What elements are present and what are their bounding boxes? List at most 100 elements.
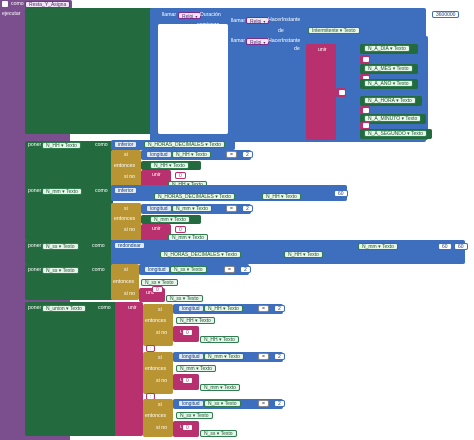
part-1[interactable]: N_A_MES ▾ Texto [360, 64, 418, 74]
union-cmp-0-op[interactable]: = [258, 305, 269, 312]
part-3-var[interactable]: N_A_HORA ▾ Texto [364, 97, 416, 104]
union-else-0-var[interactable]: N_HH ▾ Texto [200, 336, 239, 343]
union-cmp-1-num[interactable]: 2 [274, 353, 285, 360]
timer-var-dropdown[interactable]: Reloj▾ [178, 12, 202, 20]
union-cmp-0-num[interactable]: 2 [274, 305, 285, 312]
union-item-0-var[interactable]: N_HH ▾ Texto [204, 305, 243, 312]
mm-len-var[interactable]: N_mm ▾ Texto [172, 205, 212, 212]
hh-if-block[interactable] [111, 150, 141, 190]
set-ss2-var[interactable]: N_ss ▾ Texto [42, 267, 79, 274]
union-if-2[interactable] [143, 399, 173, 437]
union-then-0-var[interactable]: N_HH ▾ Texto [176, 317, 215, 324]
start-instant-block[interactable] [228, 15, 284, 35]
sep-4-text[interactable] [362, 122, 370, 129]
part-2-var[interactable]: N_A_AÑO ▾ Texto [364, 80, 413, 87]
union-else-1-var[interactable]: N_mm ▾ Texto [200, 384, 240, 391]
hh-zero[interactable]: 0 [175, 172, 186, 179]
hh-func[interactable]: inferior [114, 141, 138, 148]
mm-minus-var[interactable]: N_HH ▾ Texto [262, 193, 301, 200]
sep-3-text[interactable] [362, 107, 370, 114]
set-timer-block[interactable] [25, 8, 153, 134]
part-3[interactable]: N_A_HORA ▾ Texto [360, 96, 422, 106]
mm-func[interactable]: inferior [114, 187, 138, 194]
mm-len[interactable]: longitud [146, 205, 172, 212]
part-5-var[interactable]: N_A_SEGUNDO ▾ Texto [364, 130, 427, 137]
sep-0[interactable] [360, 55, 370, 64]
mm-mult[interactable]: 60 [334, 190, 348, 197]
part-1-var[interactable]: N_A_MES ▾ Texto [364, 65, 413, 72]
set-union-var[interactable]: N_union ▾ Texto [42, 305, 86, 312]
ss2-else-var[interactable]: N_ss ▾ Texto [166, 295, 203, 302]
part-0[interactable]: N_A_DIA ▾ Texto [360, 44, 418, 54]
union-len-2[interactable]: longitud [178, 400, 204, 407]
union-cmp-2-op[interactable]: = [258, 400, 269, 407]
part-4[interactable]: N_A_MINUTO ▾ Texto [360, 114, 426, 124]
mm-else-join[interactable] [141, 224, 171, 242]
union-then-1-var[interactable]: N_mm ▾ Texto [176, 365, 216, 372]
union-item-2-var[interactable]: N_ss ▾ Texto [204, 400, 241, 407]
ss-mult1[interactable]: 60 [438, 243, 452, 250]
part-5[interactable]: N_A_SEGUNDO ▾ Texto [360, 129, 432, 139]
hh-len-var[interactable]: N_HH ▾ Texto [172, 151, 211, 158]
sep-0-text[interactable] [362, 56, 370, 63]
union-join-block[interactable] [115, 302, 143, 436]
union-cmp-1-op[interactable]: = [258, 353, 269, 360]
hh-then-var[interactable]: N_HH ▾ Texto [150, 162, 189, 169]
mm-cmp-num[interactable]: 2 [242, 205, 253, 212]
hh-cmp[interactable]: = [226, 151, 237, 158]
mm-then-var[interactable]: N_mm ▾ Texto [150, 216, 190, 223]
ss-func[interactable]: redondear [114, 242, 145, 249]
union-sep-0[interactable]: : [146, 345, 156, 352]
ss2-len[interactable]: longitud [144, 266, 170, 273]
mm-zero[interactable]: 0 [175, 226, 186, 233]
hh-src-var[interactable]: N_HORAS_DECIMALES ▾ Texto [144, 141, 226, 148]
set-hh-var[interactable]: N_HH ▾ Texto [42, 142, 81, 149]
union-else-1-zero[interactable]: 0 [182, 377, 193, 384]
union-then-2-var[interactable]: N_ss ▾ Texto [176, 412, 213, 419]
hh-cmp-num[interactable]: 2 [242, 151, 253, 158]
union-else-2-zero[interactable]: 0 [182, 424, 193, 431]
ss-src-var[interactable]: N_HORAS_DECIMALES ▾ Texto [160, 251, 242, 258]
ss2-len-var[interactable]: N_ss ▾ Texto [170, 266, 207, 273]
procedure-header[interactable]: como Resta_Y_Asigna [0, 0, 72, 9]
ss2-if-block[interactable] [111, 264, 139, 300]
mm-if-block[interactable] [111, 203, 141, 243]
part-0-var[interactable]: N_A_DIA ▾ Texto [364, 45, 410, 52]
set-ss-var[interactable]: N_ss ▾ Texto [42, 243, 79, 250]
union-cmp-2-num[interactable]: 2 [274, 400, 285, 407]
timer-value[interactable]: 3600000 [432, 11, 460, 18]
union-if-1[interactable] [143, 352, 173, 394]
ss2-zero[interactable]: 0 [152, 286, 163, 293]
ss-minus2-var[interactable]: N_mm ▾ Texto [358, 243, 398, 250]
hh-else-join[interactable] [141, 170, 171, 188]
sep-2-text[interactable] [338, 89, 346, 96]
part-2[interactable]: N_A_AÑO ▾ Texto [360, 79, 418, 89]
ss2-cmp-num[interactable]: 2 [240, 266, 251, 273]
part-4-var[interactable]: N_A_MINUTO ▾ Texto [364, 115, 422, 122]
hh-len[interactable]: longitud [146, 151, 172, 158]
set-union-block[interactable] [25, 302, 117, 436]
mm-src-var[interactable]: N_HORAS_DECIMALES ▾ Texto [154, 193, 236, 200]
set-mm-block[interactable] [25, 186, 113, 240]
union-len-1[interactable]: longitud [178, 353, 204, 360]
ss2-then-var[interactable]: N_ss ▾ Texto [141, 279, 178, 286]
procedure-name-field[interactable]: Resta_Y_Asigna [25, 1, 71, 8]
ss-mult2[interactable]: 60 [454, 243, 468, 250]
end-var-dropdown[interactable]: Reloj▾ [246, 38, 270, 46]
union-item-1-var[interactable]: N_mm ▾ Texto [204, 353, 244, 360]
join-block[interactable] [306, 44, 336, 140]
union-len-0[interactable]: longitud [178, 305, 204, 312]
procedure-toggle-icon[interactable] [2, 1, 8, 7]
sep-2[interactable] [336, 88, 346, 97]
ss-minus1-var[interactable]: N_HH ▾ Texto [284, 251, 323, 258]
mm-cmp[interactable]: = [226, 205, 237, 212]
start-timer-var[interactable]: Intermitente ▾ Texto [308, 27, 360, 34]
start-var-dropdown[interactable]: Reloj▾ [246, 17, 270, 25]
union-else-2-var[interactable]: N_ss ▾ Texto [200, 430, 237, 437]
sep-3[interactable] [360, 106, 370, 115]
ss2-cmp[interactable]: = [224, 266, 235, 273]
union-else-0-zero[interactable]: 0 [182, 329, 193, 336]
sep-4[interactable] [360, 122, 370, 130]
union-if-0[interactable] [143, 304, 173, 346]
set-mm-var[interactable]: N_mm ▾ Texto [42, 188, 82, 195]
